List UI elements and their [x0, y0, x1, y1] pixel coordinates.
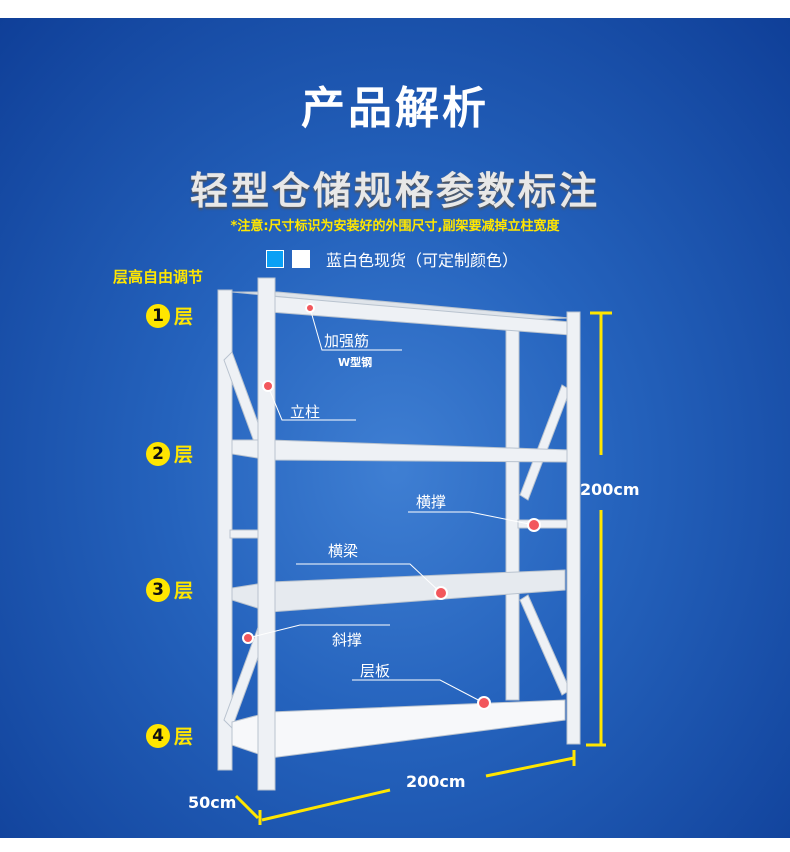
marker-dot [527, 518, 541, 532]
white-swatch [292, 250, 310, 268]
level-number: 4 [146, 723, 170, 748]
label-cross-brace: 横撑 [416, 493, 447, 511]
panel-level-4 [231, 699, 566, 759]
marker-dot [262, 380, 274, 392]
background [0, 18, 790, 838]
marker-dot [434, 586, 448, 600]
back-right-post [505, 329, 520, 701]
front-left-post [257, 277, 276, 791]
blue-swatch [266, 250, 284, 268]
diagonal-brace [519, 384, 571, 501]
label-beam: 横梁 [328, 542, 359, 560]
label-rib-sub: W型钢 [338, 356, 373, 369]
diagonal-brace [519, 594, 571, 696]
label-rib: 加强筋 [324, 332, 370, 350]
marker-dot [242, 632, 254, 644]
level-label: 层 [174, 444, 194, 466]
cross-brace [229, 529, 263, 539]
level-label: 层 [174, 580, 194, 602]
dimension-note: *注意:尺寸标识为安装好的外围尺寸,副架要减掉立柱宽度 [230, 219, 560, 234]
adjust-label: 层高自由调节 [113, 268, 204, 286]
cross-brace [517, 519, 571, 529]
width-dimension: 200cm [406, 772, 466, 791]
color-options: 蓝白色现货（可定制颜色） [266, 247, 518, 271]
page-subtitle: 轻型仓储规格参数标注 [189, 169, 600, 213]
marker-dot [477, 696, 491, 710]
level-number: 3 [146, 577, 170, 602]
width-dimension-line [485, 750, 576, 778]
height-dimension: 200cm [580, 480, 640, 499]
marker-dot [305, 303, 315, 313]
height-dimension-line [586, 311, 612, 747]
level-label: 层 [174, 306, 194, 328]
color-label: 蓝白色现货（可定制颜色） [326, 251, 519, 270]
label-panel: 层板 [360, 662, 391, 680]
label-diagonal-brace: 斜撑 [332, 631, 363, 649]
level-number: 1 [146, 303, 170, 328]
depth-dimension: 50cm [188, 793, 237, 812]
level-label: 层 [174, 726, 194, 748]
level-number: 2 [146, 441, 170, 466]
page-title: 产品解析 [301, 83, 489, 134]
front-right-post [566, 311, 581, 745]
label-post: 立柱 [290, 403, 321, 421]
depth-dimension-line [234, 794, 260, 820]
width-dimension-line-left [258, 788, 391, 825]
